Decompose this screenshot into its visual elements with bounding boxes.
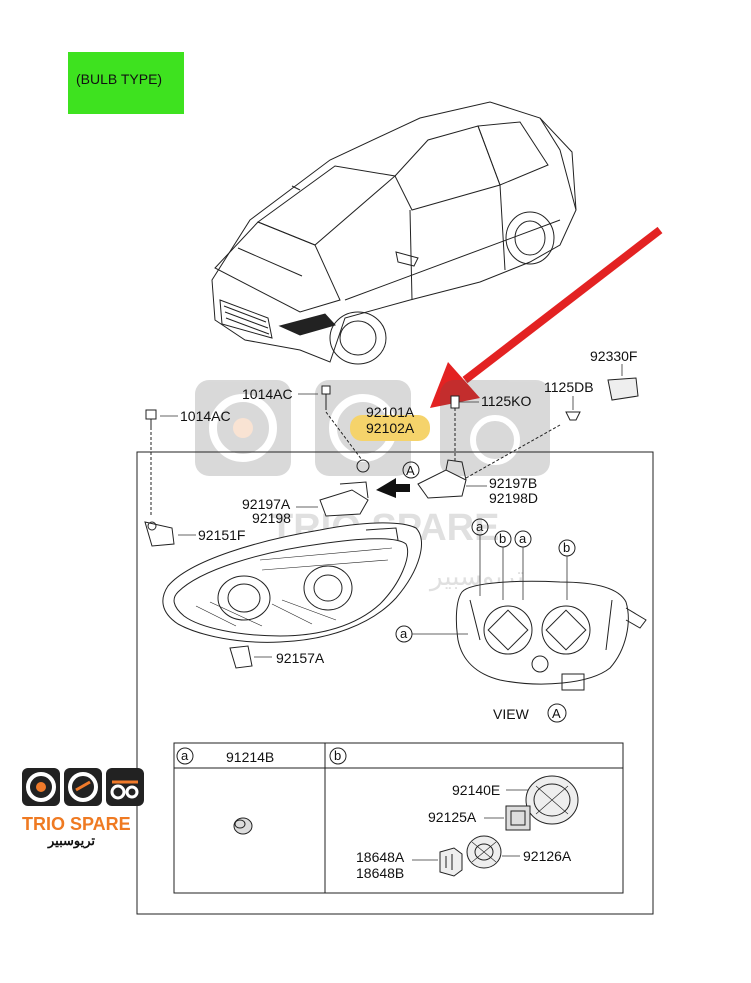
svg-text:b: b bbox=[334, 748, 341, 763]
cap-92140e-icon bbox=[525, 775, 579, 825]
screw-1125db-icon bbox=[565, 411, 581, 421]
label-92157a: 92157A bbox=[276, 650, 325, 666]
seal-92125a-icon bbox=[505, 805, 531, 831]
bulb-type-badge bbox=[68, 52, 184, 114]
label-92330f: 92330F bbox=[590, 348, 637, 364]
car-illustration bbox=[211, 101, 577, 365]
callout-b-1: b bbox=[494, 530, 512, 600]
svg-text:b: b bbox=[563, 540, 570, 555]
main-diagram-frame bbox=[136, 451, 654, 915]
parts-table bbox=[173, 742, 624, 894]
callout-b-2: b bbox=[558, 539, 576, 600]
red-pointer-arrow bbox=[430, 226, 663, 408]
label-1014ac-left: 1014AC bbox=[180, 408, 231, 424]
label-91214b: 91214B bbox=[226, 749, 274, 765]
svg-text:a: a bbox=[400, 626, 408, 641]
bolt-1125ko-icon bbox=[450, 395, 460, 462]
callout-a-2: a bbox=[514, 530, 532, 600]
brand-logo: TRIO SPARE تريوسبير bbox=[22, 768, 144, 849]
svg-text:a: a bbox=[476, 519, 484, 534]
svg-text:b: b bbox=[499, 531, 506, 546]
bracket-92197a-icon bbox=[319, 481, 369, 517]
label-1125ko: 1125KO bbox=[481, 393, 531, 409]
svg-text:A: A bbox=[552, 706, 561, 721]
connector-92330f-icon bbox=[607, 377, 639, 401]
logo-arabic-text: تريوسبير bbox=[47, 833, 95, 849]
callout-a-3: a bbox=[395, 625, 468, 643]
label-18648a: 18648A bbox=[356, 849, 405, 865]
bulb-type-label: (BULB TYPE) bbox=[76, 71, 162, 87]
label-92126a: 92126A bbox=[523, 848, 572, 864]
view-label: VIEW bbox=[493, 706, 530, 722]
label-1014ac-right: 1014AC bbox=[242, 386, 293, 402]
label-1125db: 1125DB bbox=[544, 379, 594, 395]
bolt-1014ac-left-icon bbox=[145, 409, 157, 516]
label-92197a: 92197A bbox=[242, 496, 291, 512]
bulb-91214b-icon bbox=[233, 817, 253, 835]
bracket-92157a-icon bbox=[229, 645, 253, 669]
logo-brand-text: TRIO SPARE bbox=[22, 814, 131, 834]
table-callout-a: a bbox=[176, 747, 194, 765]
label-18648b: 18648B bbox=[356, 865, 404, 881]
label-92197b: 92197B bbox=[489, 475, 537, 491]
callout-a-1: a bbox=[471, 518, 489, 596]
label-92101a: 92101A bbox=[366, 404, 415, 420]
clip-92151f-icon bbox=[144, 521, 175, 547]
socket-92126a-icon bbox=[466, 835, 502, 869]
bracket-92197b-icon bbox=[417, 424, 561, 499]
svg-text:a: a bbox=[181, 748, 189, 763]
svg-text:a: a bbox=[519, 531, 527, 546]
part-highlight bbox=[350, 415, 430, 441]
table-callout-b: b bbox=[329, 747, 347, 765]
label-92125a: 92125A bbox=[428, 809, 477, 825]
view-callout-A: A bbox=[547, 703, 567, 723]
label-92140e: 92140E bbox=[452, 782, 500, 798]
label-92151f: 92151F bbox=[198, 527, 245, 543]
callout-A-top: A bbox=[376, 461, 420, 498]
headlamp-assembly bbox=[162, 522, 423, 643]
bulb-18648a-icon bbox=[439, 847, 463, 877]
label-92198d: 92198D bbox=[489, 490, 538, 506]
view-a-housing bbox=[455, 580, 647, 691]
label-92102a: 92102A bbox=[366, 420, 415, 436]
label-92198: 92198 bbox=[252, 510, 291, 526]
svg-text:A: A bbox=[406, 463, 415, 478]
